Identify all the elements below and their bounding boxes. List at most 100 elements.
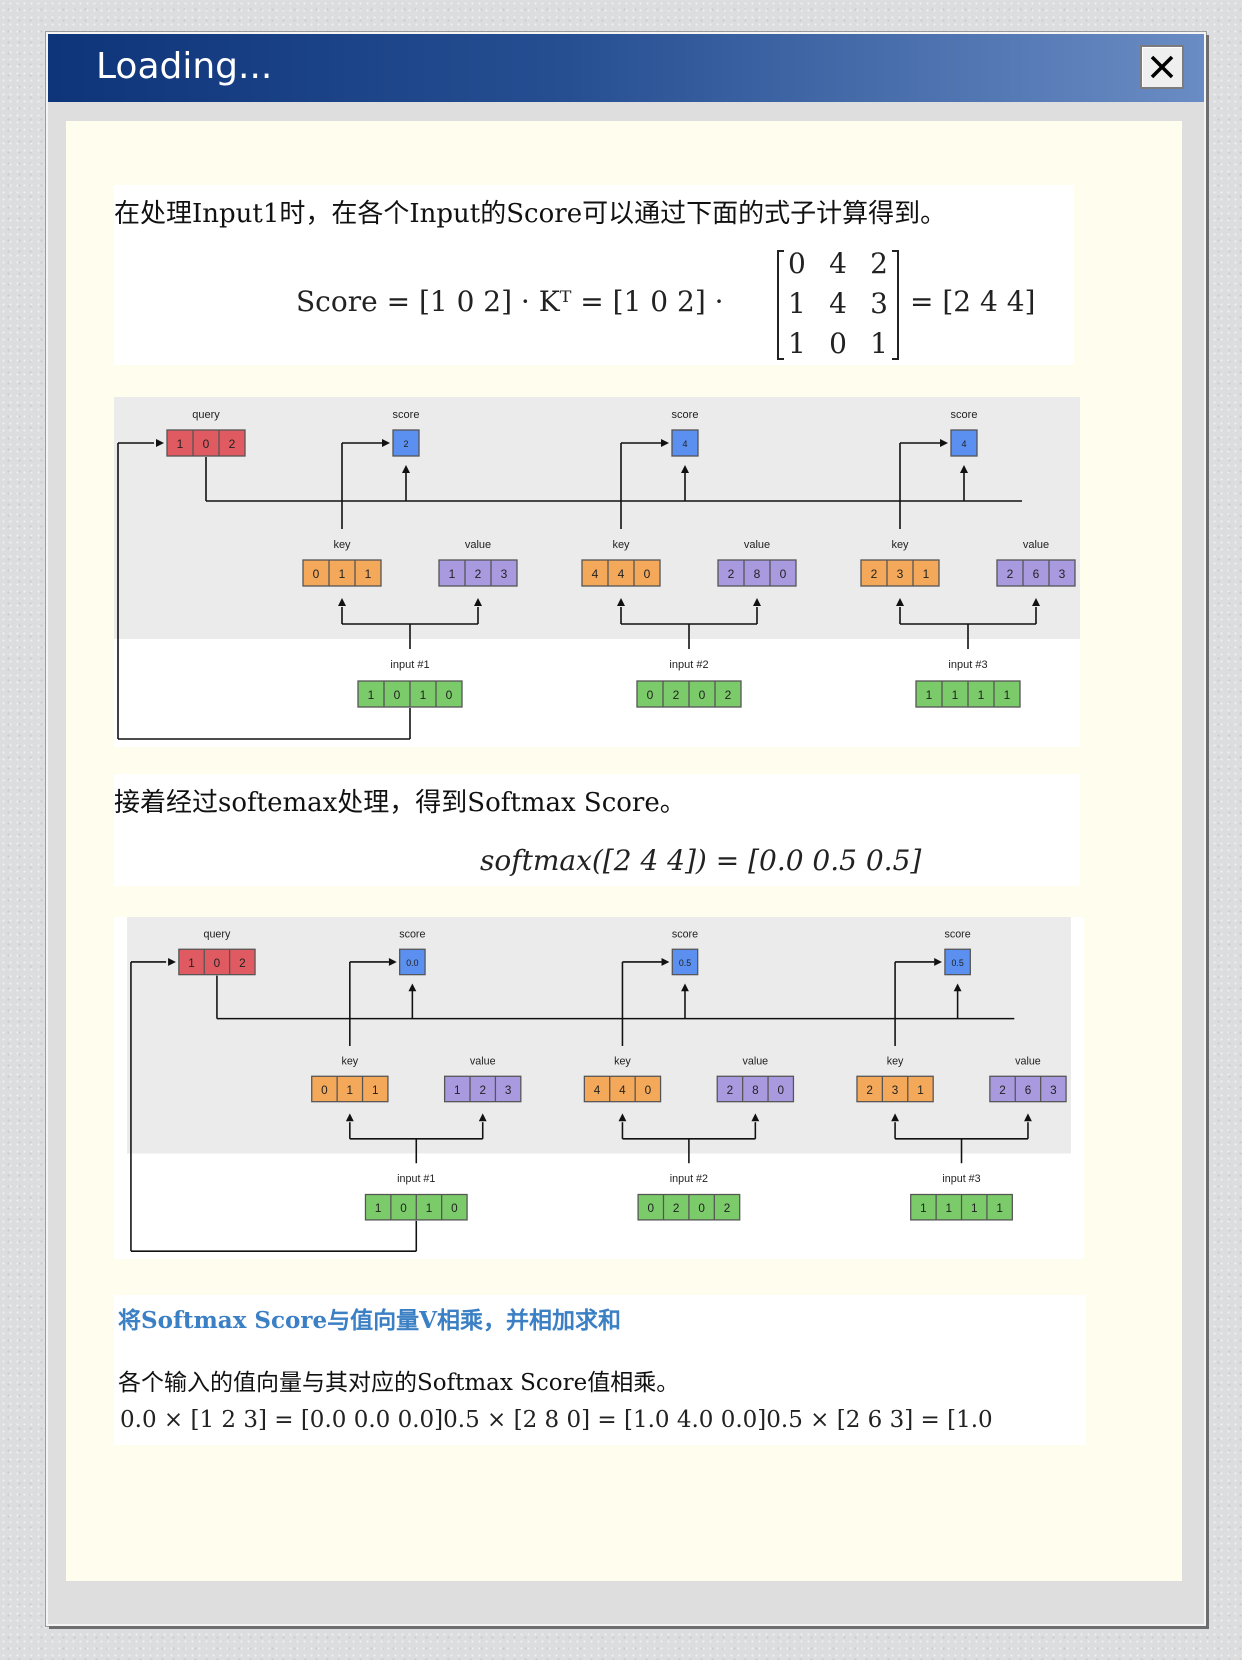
cell-value: 2 bbox=[866, 1084, 873, 1097]
arrow-head bbox=[1032, 598, 1040, 606]
value-vector bbox=[996, 559, 1076, 587]
cell-value: 3 bbox=[897, 567, 904, 581]
cell-value: 4 bbox=[618, 567, 625, 581]
cell-value: 1 bbox=[920, 1202, 927, 1215]
cell-value: 0 bbox=[394, 688, 401, 702]
cell-value: 0 bbox=[777, 1084, 784, 1097]
weighted-sum-section: 将Softmax Score与值向量V相乘，并相加求和 各个输入的值向量与其对应… bbox=[114, 1295, 1086, 1445]
key-matrix: 0 4 2 1 4 3 1 0 1 bbox=[776, 247, 900, 361]
cell-value: 2 bbox=[475, 567, 482, 581]
input-label: input #3 bbox=[948, 659, 987, 671]
paragraph-weighted: 各个输入的值向量与其对应的Softmax Score值相乘。 bbox=[118, 1370, 680, 1396]
matrix-row: 1 4 3 bbox=[788, 287, 888, 320]
key-label: key bbox=[887, 1056, 904, 1068]
score-value: 4 bbox=[961, 439, 966, 449]
matrix-cell: 4 bbox=[829, 287, 847, 320]
matrix-cell: 0 bbox=[788, 247, 806, 280]
arrow-head bbox=[753, 598, 761, 606]
cell-value: 6 bbox=[1033, 567, 1040, 581]
query-label: query bbox=[192, 409, 220, 421]
cell-value: 0 bbox=[321, 1084, 328, 1097]
query-vector bbox=[166, 429, 246, 457]
score-equation-rhs: = [2 4 4] bbox=[910, 285, 1036, 318]
value-vector bbox=[717, 559, 797, 587]
score-box bbox=[950, 429, 978, 457]
score-box bbox=[944, 948, 971, 976]
key-label: key bbox=[891, 539, 909, 551]
arrow-head bbox=[618, 1113, 627, 1122]
matrix-cell: 3 bbox=[870, 287, 888, 320]
arrow-head bbox=[1024, 1113, 1032, 1122]
cell-value: 3 bbox=[1050, 1084, 1057, 1097]
cell-value: 3 bbox=[501, 567, 508, 581]
cell-value: 1 bbox=[978, 688, 985, 702]
arrow-head bbox=[474, 598, 482, 606]
cell-value: 1 bbox=[952, 688, 959, 702]
arrow-head bbox=[168, 958, 176, 966]
cell-value: 2 bbox=[999, 1084, 1006, 1097]
arrow-head bbox=[402, 465, 410, 473]
cell-value: 3 bbox=[505, 1084, 512, 1097]
score-explanation: 在处理Input1时，在各个Input的Score可以通过下面的式子计算得到。 … bbox=[114, 185, 1074, 365]
cell-value: 1 bbox=[1004, 688, 1011, 702]
input-label: input #3 bbox=[942, 1173, 980, 1185]
matrix-row: 1 0 1 bbox=[788, 327, 888, 360]
diagram-background bbox=[114, 397, 1080, 639]
cell-value: 3 bbox=[892, 1084, 899, 1097]
cell-value: 1 bbox=[372, 1084, 379, 1097]
cell-value: 1 bbox=[926, 688, 933, 702]
score-equation-lhs: Score = [1 0 2] · Kᵀ = [1 0 2] · bbox=[296, 285, 724, 318]
arrow-head bbox=[751, 1113, 760, 1122]
cell-value: 1 bbox=[449, 567, 456, 581]
arrow-head bbox=[681, 465, 689, 473]
score-value: 0.5 bbox=[952, 958, 964, 968]
paragraph-softmax: 接着经过softemax处理，得到Softmax Score。 bbox=[114, 788, 686, 818]
input-label: input #2 bbox=[670, 1173, 708, 1185]
loading-dialog: Loading... 在处理Input1时，在各个Input的Score可以通过… bbox=[46, 32, 1206, 1626]
score-box bbox=[399, 948, 426, 976]
cell-value: 2 bbox=[1007, 567, 1014, 581]
value-label: value bbox=[743, 1056, 769, 1068]
cell-value: 0 bbox=[313, 567, 320, 581]
arrow-head bbox=[953, 983, 962, 992]
arrow-head bbox=[661, 958, 670, 966]
key-vector bbox=[302, 559, 382, 587]
cell-value: 2 bbox=[728, 567, 735, 581]
cell-value: 2 bbox=[727, 1084, 734, 1097]
softmax-explanation: 接着经过softemax处理，得到Softmax Score。 softmax(… bbox=[114, 774, 1080, 886]
arrow-head bbox=[408, 983, 417, 992]
cell-value: 2 bbox=[673, 688, 680, 702]
cell-value: 0 bbox=[644, 567, 651, 581]
close-button[interactable] bbox=[1140, 45, 1184, 89]
query-vector bbox=[178, 948, 256, 976]
arrow-head bbox=[934, 958, 942, 966]
key-vector bbox=[581, 559, 661, 587]
cell-value: 1 bbox=[188, 957, 195, 970]
arrow-head bbox=[940, 439, 948, 447]
score-label: score bbox=[399, 929, 425, 941]
key-vector bbox=[311, 1075, 389, 1103]
value-label: value bbox=[470, 1056, 496, 1068]
arrow-head bbox=[382, 439, 390, 447]
value-label: value bbox=[1023, 539, 1049, 551]
matrix-brackets bbox=[777, 250, 899, 360]
content-panel: 在处理Input1时，在各个Input的Score可以通过下面的式子计算得到。 … bbox=[66, 121, 1182, 1581]
cell-value: 1 bbox=[177, 437, 184, 451]
cell-value: 2 bbox=[724, 1202, 731, 1215]
key-label: key bbox=[341, 1056, 358, 1068]
input-label: input #1 bbox=[390, 659, 429, 671]
cell-value: 0 bbox=[698, 1202, 705, 1215]
cell-value: 8 bbox=[754, 567, 761, 581]
cell-value: 3 bbox=[1059, 567, 1066, 581]
cell-value: 4 bbox=[619, 1084, 626, 1097]
matrix-cell: 4 bbox=[829, 247, 847, 280]
input-label: input #2 bbox=[669, 659, 708, 671]
arrow-head bbox=[478, 1113, 487, 1122]
cell-value: 1 bbox=[365, 567, 372, 581]
value-vector bbox=[716, 1075, 795, 1103]
key-vector bbox=[856, 1075, 934, 1103]
cell-value: 4 bbox=[594, 1084, 601, 1097]
cell-value: 1 bbox=[426, 1202, 433, 1215]
